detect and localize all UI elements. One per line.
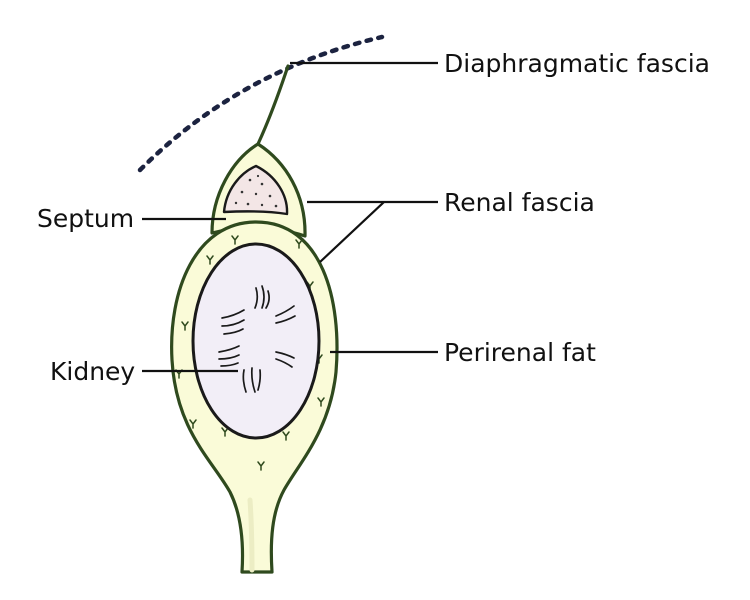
label-renal-fascia: Renal fascia xyxy=(444,188,595,217)
fascia-strand xyxy=(256,64,290,146)
leader-renal-fascia-lower xyxy=(319,201,385,263)
label-septum: Septum xyxy=(37,204,134,233)
label-kidney: Kidney xyxy=(50,357,135,386)
label-perirenal-fat: Perirenal fat xyxy=(444,338,596,367)
diaphragmatic-fascia-arc xyxy=(137,34,385,173)
septum xyxy=(222,164,289,216)
kidney xyxy=(191,242,321,440)
septum-dots xyxy=(234,174,278,208)
leader-lines xyxy=(142,61,438,373)
kidney-calyx-marks xyxy=(218,285,296,393)
stem-shading xyxy=(247,497,255,573)
label-diaphragmatic-fascia: Diaphragmatic fascia xyxy=(444,49,710,78)
